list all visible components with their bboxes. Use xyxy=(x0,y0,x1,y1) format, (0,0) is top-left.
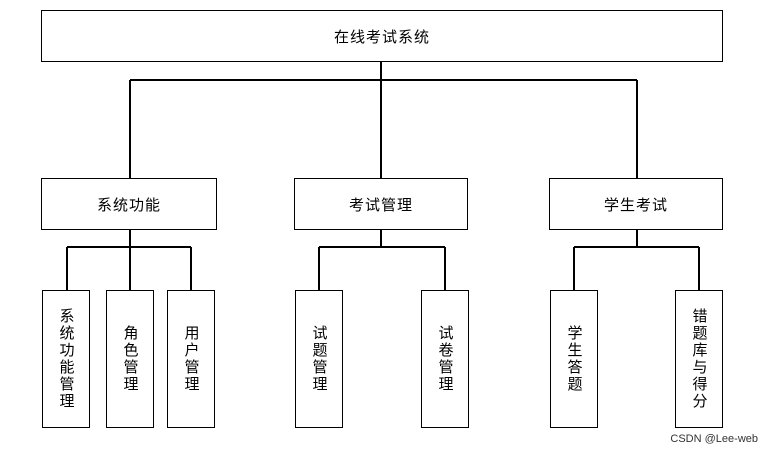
leaf-node-user-management: 用户管理 xyxy=(167,290,215,428)
leaf-node-student-answering: 学生答题 xyxy=(550,290,598,428)
root-node-label: 在线考试系统 xyxy=(333,27,430,46)
leaf-node-role-management: 角色管理 xyxy=(106,290,154,428)
leaf-label: 错题库与得分 xyxy=(690,308,709,410)
leaf-label: 学生答题 xyxy=(565,325,584,393)
leaf-node-paper-management: 试卷管理 xyxy=(421,290,469,428)
leaf-label: 角色管理 xyxy=(121,325,140,393)
leaf-node-wrong-questions-and-score: 错题库与得分 xyxy=(675,290,723,428)
leaf-label: 系统功能管理 xyxy=(57,308,76,410)
root-node: 在线考试系统 xyxy=(41,10,723,62)
branch-node-system-functions: 系统功能 xyxy=(41,178,217,230)
branch-label: 系统功能 xyxy=(96,195,161,214)
branch-label: 学生考试 xyxy=(603,195,668,214)
branch-label: 考试管理 xyxy=(348,195,413,214)
leaf-label: 试题管理 xyxy=(310,325,329,393)
branch-node-exam-management: 考试管理 xyxy=(294,178,468,230)
leaf-node-system-function-management: 系统功能管理 xyxy=(42,290,90,428)
leaf-label: 试卷管理 xyxy=(436,325,455,393)
branch-node-student-exam: 学生考试 xyxy=(549,178,723,230)
leaf-label: 用户管理 xyxy=(182,325,201,393)
watermark-text: CSDN @Lee-web xyxy=(670,433,758,445)
leaf-node-question-management: 试题管理 xyxy=(295,290,343,428)
